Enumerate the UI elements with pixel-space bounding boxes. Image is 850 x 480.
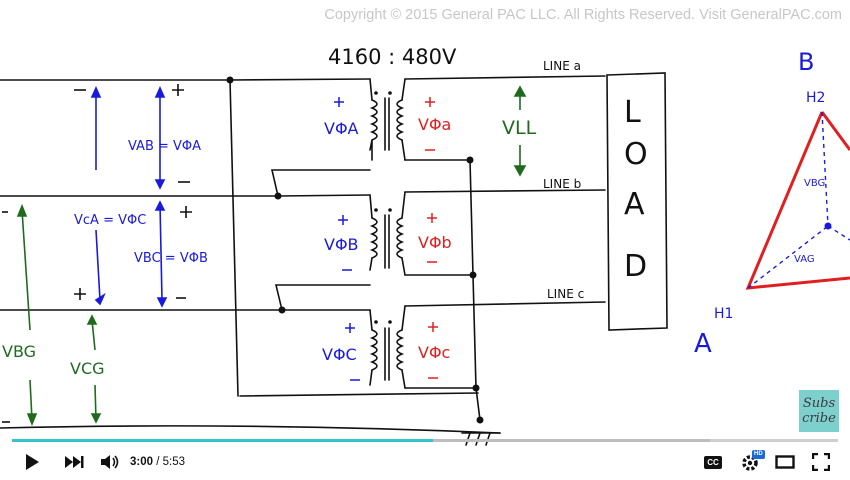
primary-phase-c-label: VΦC [322,345,357,364]
play-button[interactable] [18,444,46,480]
line-c-label: LINE c [547,287,584,301]
line-b-label: LINE b [543,177,581,191]
duration: 5:53 [162,456,186,468]
time-separator: / [153,456,163,468]
next-button[interactable] [60,444,88,480]
vbc-label: VBC = VΦB [134,251,208,266]
secondary-phase-b-label: VΦb [418,233,452,252]
copyright-notice: Copyright © 2015 General PAC LLC. All Ri… [324,7,842,23]
captions-icon: CC [704,455,722,469]
fullscreen-icon [812,453,830,471]
load-letter-l: L [624,95,641,130]
vcg-label: VCG [70,359,105,378]
theater-mode-icon [775,455,795,469]
current-time: 3:00 [130,456,154,468]
vbg-label: VBG [2,342,36,361]
theater-mode-button[interactable] [772,444,798,480]
player-controls: 3:00 / 5:53 CC HD [0,444,850,480]
vab-label: VAB = VΦA [128,139,201,154]
primary-phase-b-label: VΦB [324,235,359,254]
play-icon [26,454,39,470]
subscribe-label-line2: cribe [802,411,836,426]
gear-icon [742,455,758,471]
captions-button[interactable]: CC [700,444,726,480]
triangle-b-label: B [798,48,814,76]
subscribe-label-line1: Subs [802,396,836,411]
voltage-ratio-label: 4160 : 480V [328,45,457,69]
time-display: 3:00 / 5:53 [130,444,185,480]
load-letter-o: O [624,137,648,172]
primary-phase-a-label: VΦA [324,119,359,138]
settings-button[interactable]: HD [736,444,765,480]
hd-badge: HD [752,450,765,459]
secondary-phase-a-label: VΦa [418,115,451,134]
progress-played [12,439,434,442]
line-a-label: LINE a [543,59,581,73]
subscribe-button[interactable]: Subs cribe [799,390,839,432]
triangle-a-label: A [694,329,712,359]
vll-label: VLL [502,117,537,139]
progress-bar[interactable] [12,439,838,442]
phasor-vbg-label: VBG [804,178,825,189]
load-letter-a: A [624,187,645,222]
phasor-vag-label: VAG [794,254,815,265]
fullscreen-button[interactable] [808,444,834,480]
skip-next-icon [65,456,84,468]
load-letter-d: D [624,249,647,284]
vca-label: VcA = VΦC [74,213,146,228]
triangle-h2-label: H2 [806,90,825,106]
triangle-h1-label: H1 [714,306,733,322]
volume-icon [101,455,119,469]
secondary-phase-c-label: VΦc [418,343,450,362]
volume-button[interactable] [96,444,124,480]
